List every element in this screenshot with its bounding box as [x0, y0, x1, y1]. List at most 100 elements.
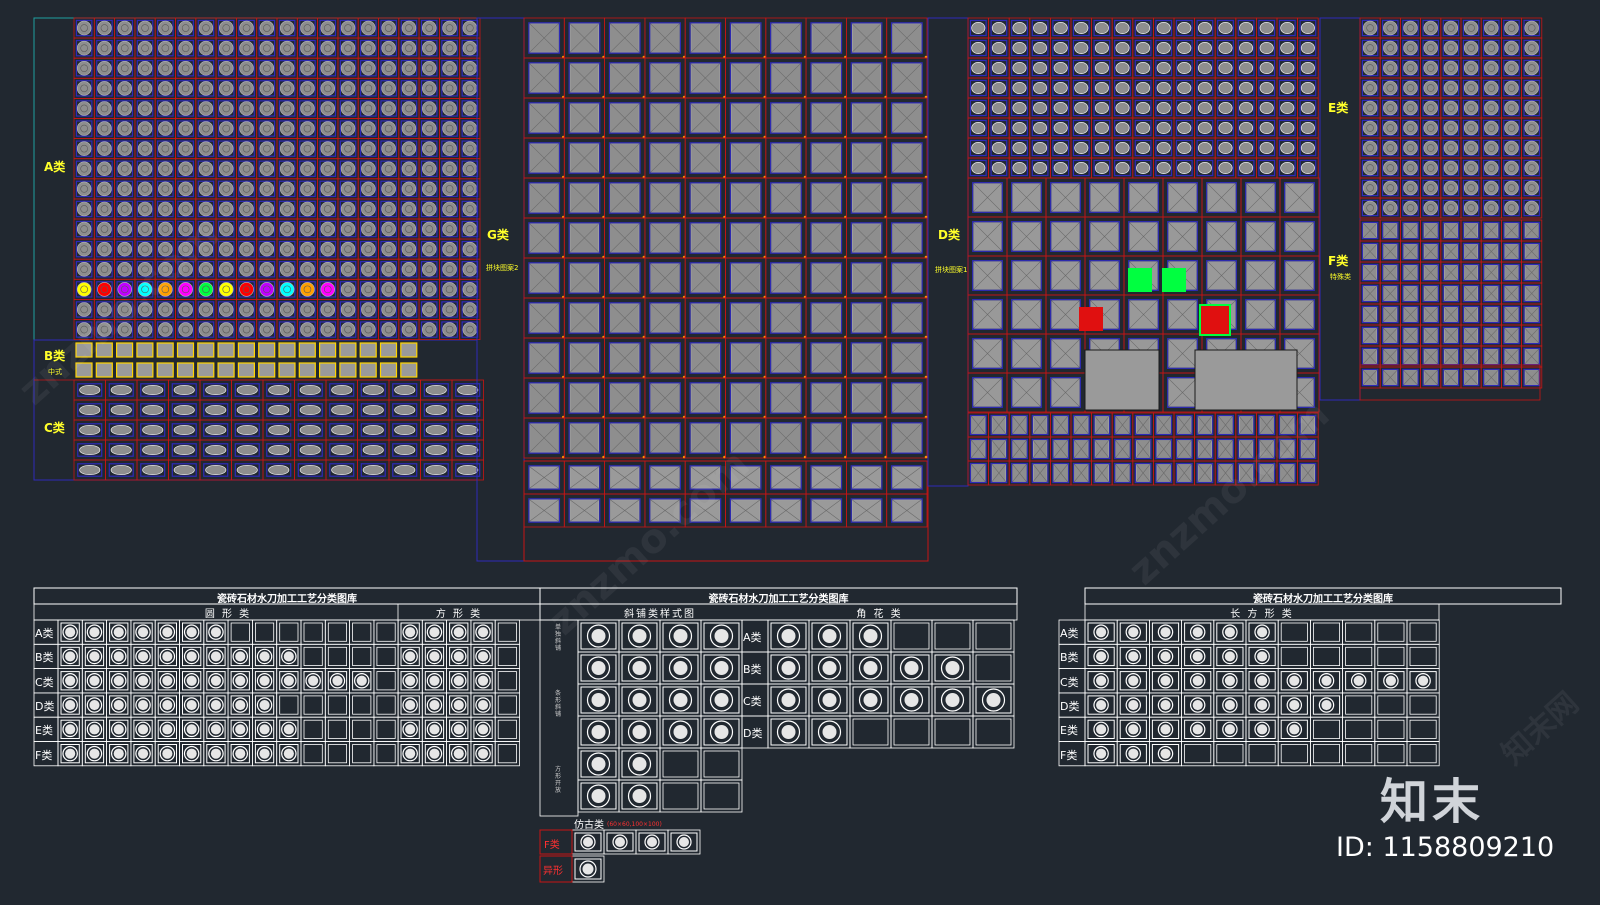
tile-frame [266, 463, 292, 477]
tile-frame [360, 261, 377, 278]
tile-medallion [76, 161, 92, 176]
tile-frame [1155, 39, 1173, 57]
tile-oval [142, 464, 164, 476]
tile-medallion-ring [466, 185, 474, 193]
table-empty-cell [376, 671, 396, 691]
tile-medallion-ring [1487, 24, 1496, 32]
tile-pattern-line [852, 183, 882, 213]
tile-frame [171, 463, 197, 477]
tile-frame [1278, 39, 1296, 57]
table-motif-center [591, 693, 606, 707]
tile-frame [238, 140, 255, 157]
tile-medallion-ring [466, 245, 474, 253]
tile-pattern-line [811, 423, 841, 453]
table-empty-cell [497, 744, 517, 764]
tile-frame [461, 281, 479, 298]
table-cell [931, 619, 974, 653]
tile-medallion [259, 121, 275, 136]
tile-frame [217, 160, 235, 177]
tile-frame [1258, 79, 1276, 97]
tile-medallion [401, 40, 417, 56]
tile-frame [1134, 19, 1152, 37]
tile-medallion-ring [466, 64, 474, 73]
tile-medallion-ring [1426, 144, 1435, 152]
table-motif-center [162, 675, 173, 686]
table-motif-frame [84, 671, 105, 691]
tile-oval [457, 464, 479, 476]
tile-oval [1136, 102, 1151, 114]
tile-medallion [340, 101, 356, 116]
tile-medallion-ring [263, 205, 271, 213]
tile-medallion-ring [141, 44, 149, 52]
tile-oval [1115, 82, 1130, 94]
tile-pattern-line [690, 343, 720, 373]
tile-frame [420, 19, 438, 37]
tile-medallion-ring [161, 84, 170, 93]
table-motif-center [632, 757, 647, 771]
table-motif [86, 624, 103, 640]
tile-pattern-line [852, 423, 882, 453]
tile-medallion [1403, 180, 1418, 196]
tile-oval [1300, 122, 1315, 134]
d-colored-tile [1128, 268, 1152, 292]
tile-medallion [320, 201, 335, 217]
tile-oval [1280, 82, 1295, 94]
tile-medallion [462, 101, 478, 116]
tile-medallion [340, 61, 356, 76]
table-motif [135, 624, 151, 640]
tile-medallion-ring [405, 124, 413, 133]
table-motif-center [113, 748, 124, 759]
tile-medallion [76, 121, 92, 136]
tile-frame [420, 160, 438, 177]
table-motif-center [235, 724, 246, 735]
tile-pattern-line [1012, 183, 1041, 212]
tile-frame [400, 120, 418, 137]
tile-medallion [279, 241, 295, 257]
tile-frame [1422, 326, 1439, 345]
tile-medallion-ring [364, 64, 373, 73]
tile-frame [1052, 119, 1070, 137]
tile-medallion [219, 40, 234, 56]
tile-frame [649, 22, 681, 54]
tile-oval [142, 424, 164, 436]
tile-medallion [219, 141, 234, 156]
tile-medallion-ring [405, 205, 413, 213]
tile-medallion [1524, 60, 1539, 76]
tile-medallion-ring [1386, 164, 1395, 172]
tile-frame [770, 262, 802, 294]
tile-medallion [1443, 20, 1459, 36]
tile-frame [423, 423, 449, 437]
tile-frame [380, 39, 397, 57]
tile-oval [1115, 102, 1130, 114]
tile-frame [1031, 59, 1049, 77]
tile-medallion [381, 40, 396, 56]
tile-medallion [198, 61, 214, 76]
table-cell [324, 741, 350, 767]
tile-medallion [76, 141, 92, 156]
tile-medallion-ring [141, 104, 149, 113]
tile-frame [1299, 438, 1317, 460]
tile-medallion-ring [344, 205, 352, 213]
tile-frame [528, 382, 561, 414]
tile-medallion [462, 282, 478, 297]
tile-pattern-line [892, 183, 922, 213]
tile-medallion-ring [303, 325, 312, 334]
tile-medallion [320, 221, 335, 237]
tile-frame [689, 342, 722, 374]
table-empty-cell [1313, 719, 1341, 739]
tile-frame [360, 403, 386, 417]
tile-medallion-ring [466, 205, 474, 213]
table-motif [256, 648, 273, 665]
tile-medallion [137, 282, 153, 297]
tile-pattern-line [892, 103, 922, 133]
tile-frame [1093, 438, 1111, 460]
table-motif-center [1257, 675, 1268, 686]
tile-frame [1382, 347, 1399, 366]
tile-medallion-ring [181, 64, 190, 73]
tile-medallion [178, 101, 193, 116]
tile-frame [1196, 39, 1214, 57]
tile-pattern-line [1090, 222, 1119, 251]
table-empty-cell [1345, 622, 1373, 642]
tile-medallion [422, 302, 437, 317]
tile-medallion [401, 241, 417, 257]
